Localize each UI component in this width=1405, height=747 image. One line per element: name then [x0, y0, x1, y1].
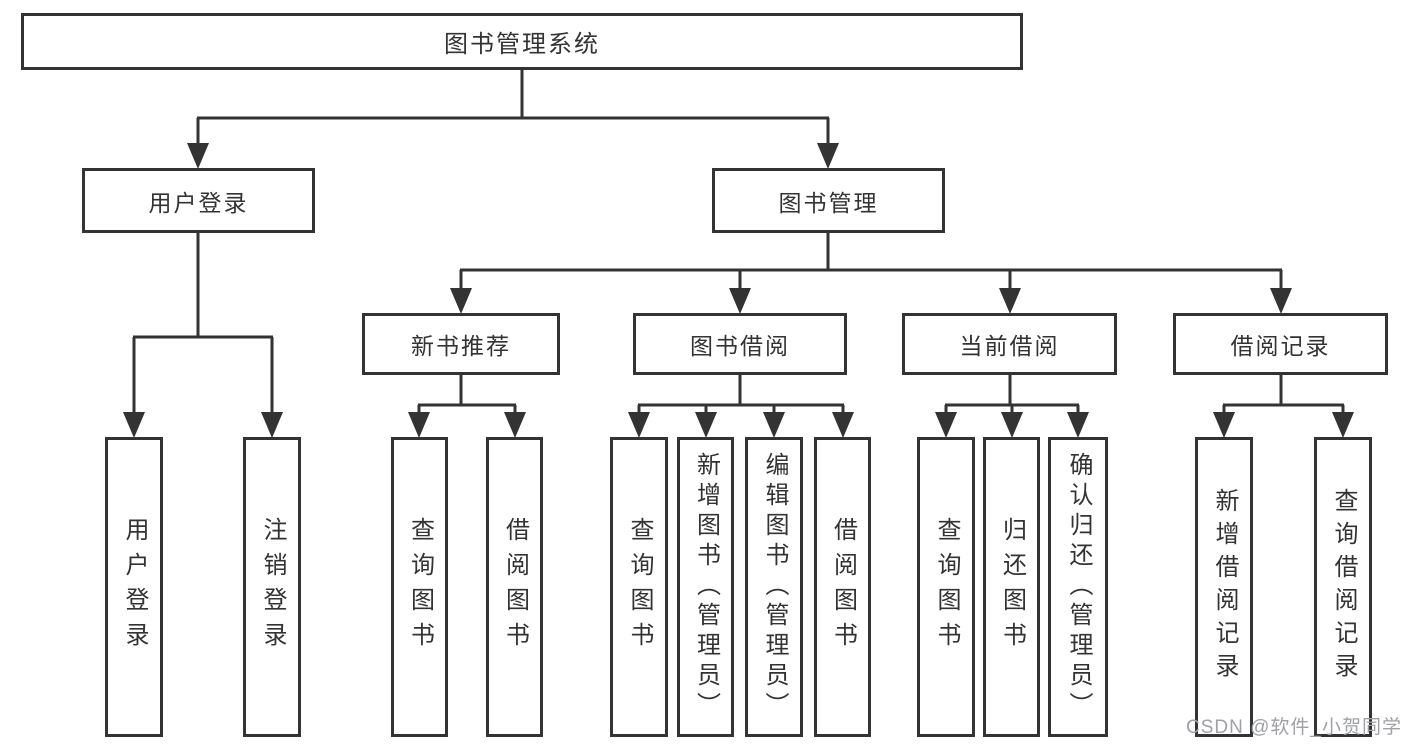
node-current-borrowing: 当前借阅	[902, 313, 1117, 375]
connector-borrow-records-to-leaves	[1222, 375, 1345, 414]
connector-new-book-rec-to-leaves	[417, 375, 517, 414]
arrowhead	[1270, 288, 1292, 314]
arrowhead	[628, 412, 650, 438]
connector-book-mgmt-to-modules	[459, 233, 1283, 290]
connector-current-borrow-to-leaves	[944, 375, 1080, 414]
arrowhead	[1067, 412, 1089, 438]
arrowhead	[1001, 412, 1023, 438]
node-book-borrowing: 图书借阅	[633, 313, 847, 375]
leaf-query-books: 查询图书	[917, 437, 975, 737]
node-borrow-records: 借阅记录	[1173, 313, 1388, 375]
leaf-user-login: 用户登录	[105, 437, 163, 737]
arrowhead	[1332, 412, 1354, 438]
arrowhead	[408, 412, 430, 438]
connector-book-borrow-to-leaves	[637, 375, 845, 414]
arrowhead	[832, 412, 854, 438]
arrowhead	[729, 288, 751, 314]
leaf-return-books: 归还图书	[983, 437, 1040, 737]
arrowhead	[450, 288, 472, 314]
leaf-borrow-books: 借阅图书	[814, 437, 871, 737]
node-book-management: 图书管理	[712, 168, 945, 233]
arrowhead	[999, 288, 1021, 314]
connector-user-login-to-leaves	[132, 233, 274, 413]
arrowhead	[817, 143, 839, 169]
arrowhead	[187, 143, 209, 169]
leaf-logout: 注销登录	[243, 437, 301, 737]
leaf-add-books-admin: 新增图书（管理员）	[677, 437, 734, 737]
watermark: CSDN @软件_小贺同学	[1186, 717, 1402, 738]
arrowhead	[123, 412, 145, 438]
node-new-book-recommend: 新书推荐	[362, 313, 560, 375]
leaf-edit-books-admin: 编辑图书（管理员）	[745, 437, 803, 737]
leaf-query-borrow-record: 查询借阅记录	[1314, 437, 1372, 737]
arrowhead	[935, 412, 957, 438]
leaf-confirm-return-admin: 确认归还（管理员）	[1048, 437, 1108, 737]
connector-root-to-level2	[196, 70, 830, 145]
arrowhead	[261, 412, 283, 438]
arrowhead	[695, 412, 717, 438]
node-user-login: 用户登录	[82, 168, 315, 233]
node-root-system: 图书管理系统	[21, 13, 1023, 70]
leaf-query-books: 查询图书	[391, 437, 448, 737]
arrowhead	[1213, 412, 1235, 438]
leaf-borrow-books: 借阅图书	[486, 437, 543, 737]
leaf-add-borrow-record: 新增借阅记录	[1195, 437, 1253, 737]
leaf-query-books: 查询图书	[610, 437, 668, 737]
arrowhead	[504, 412, 526, 438]
arrowhead	[763, 412, 785, 438]
